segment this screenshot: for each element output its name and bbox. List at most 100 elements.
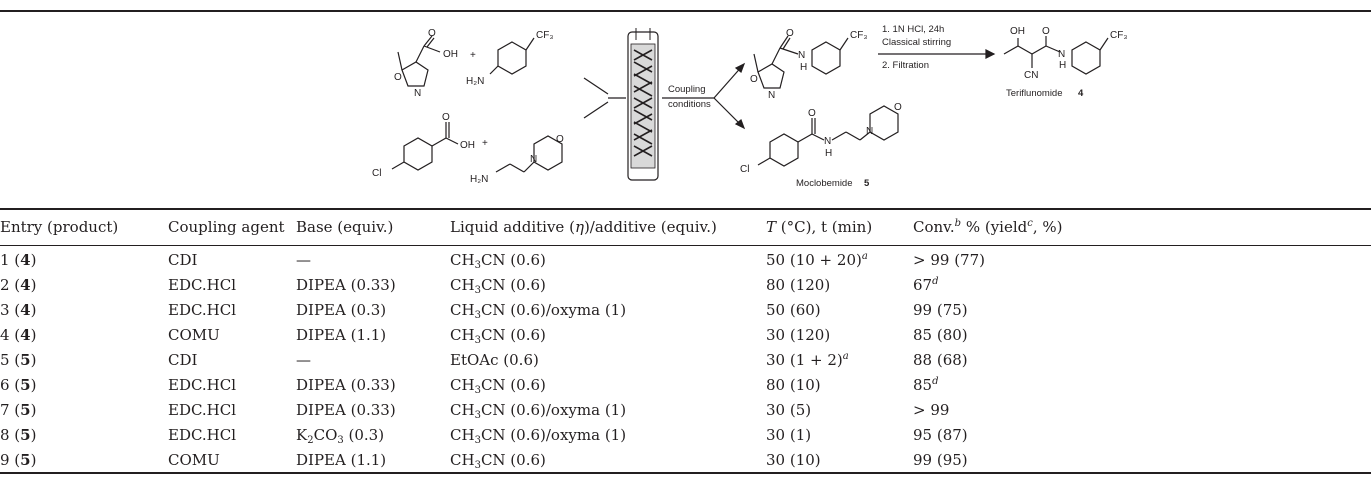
header-coupling-agent: Coupling agent [168, 218, 285, 236]
entry-cell: 1 (4) [0, 251, 37, 269]
atom-cf3: CF₃ [536, 30, 553, 41]
additive-cell: CH3CN (0.6) [450, 251, 546, 271]
coupling-agent-cell: EDC.HCl [168, 276, 237, 294]
bottom-rule [0, 472, 1371, 474]
step-arrow [878, 49, 996, 59]
table-row: 1 (4) CDI — CH3CN (0.6) 50 (10 + 20)a > 99 (7… [0, 244, 1371, 273]
conversion-cell: 99 (95) [913, 451, 968, 469]
atom-n-amide: N [798, 50, 805, 61]
coupling-agent-cell: COMU [168, 326, 220, 344]
coupling-agent-cell: CDI [168, 251, 198, 269]
atom-o4: O [1042, 26, 1050, 37]
moclobemide-number: 5 [864, 178, 870, 189]
base-cell: — [296, 251, 311, 269]
base-cell: DIPEA (1.1) [296, 326, 387, 344]
additive-cell: CH3CN (0.6)/oxyma (1) [450, 426, 627, 446]
base-cell: — [296, 351, 311, 369]
temp-time-cell: 50 (10 + 20)a [766, 251, 868, 269]
atom-o-ring: O [394, 72, 402, 83]
entry-cell: 7 (5) [0, 401, 37, 419]
atom-h2n-2: H₂N [470, 174, 488, 185]
atom-oh: OH [443, 49, 458, 60]
ball-mill-jar-icon [627, 28, 659, 181]
additive-cell: CH3CN (0.6) [450, 326, 546, 346]
atom-oh3: OH [1010, 26, 1025, 37]
entry-cell: 6 (5) [0, 376, 37, 394]
atom-cn: CN [1024, 70, 1038, 81]
atom-h2n: H₂N [466, 76, 484, 87]
additive-cell: CH3CN (0.6)/oxyma (1) [450, 401, 627, 421]
moclobemide-label: Moclobemide [796, 178, 853, 189]
atom-h-teri: H [1059, 60, 1066, 71]
atom-o-morph: O [556, 134, 564, 145]
additive-cell: CH3CN (0.6) [450, 376, 546, 396]
scheme-table-rule [0, 208, 1371, 210]
conversion-cell: 95 (87) [913, 426, 968, 444]
atom-o: O [428, 28, 436, 39]
additive-cell: EtOAc (0.6) [450, 351, 539, 369]
header-liquid-additive: Liquid additive (η)/additive (equiv.) [450, 218, 717, 236]
entry-cell: 8 (5) [0, 426, 37, 444]
temp-time-cell: 30 (1 + 2)a [766, 351, 849, 369]
conversion-cell: 85 (80) [913, 326, 968, 344]
atom-cl2: Cl [740, 164, 749, 175]
reaction-scheme: O OH O N + CF₃ H₂N O OH Cl + H₂N N O [372, 24, 1127, 189]
temp-time-cell: 30 (120) [766, 326, 831, 344]
atom-h-moc: H [825, 148, 832, 159]
entry-cell: 3 (4) [0, 301, 37, 319]
plus-sign-1: + [470, 50, 476, 61]
moclobemide-structure [757, 105, 899, 167]
coupling-agent-cell: EDC.HCl [168, 376, 237, 394]
table-body: 1 (4) CDI — CH3CN (0.6) 50 (10 + 20)a > 99 (7… [0, 244, 1371, 473]
teriflunomide-label: Teriflunomide [1006, 88, 1063, 99]
atom-cf3-3: CF₃ [1110, 30, 1127, 41]
atom-n-morph2: N [866, 126, 873, 137]
isoxazole-acid-structure [397, 35, 441, 87]
header-entry: Entry (product) [0, 218, 119, 236]
entry-cell: 2 (4) [0, 276, 37, 294]
atom-o-morph2: O [894, 102, 902, 113]
coupling-agent-cell: COMU [168, 451, 220, 469]
header-base: Base (equiv.) [296, 218, 394, 236]
merge-lines [583, 77, 626, 119]
entry-cell: 9 (5) [0, 451, 37, 469]
base-cell: K2CO3 (0.3) [296, 426, 385, 446]
atom-n-teri: N [1058, 49, 1065, 60]
header-conversion: Conv.b % (yieldc, %) [913, 218, 1063, 236]
results-table: Entry (product) Coupling agent Base (equ… [0, 210, 1371, 473]
header-temp-time: T (°C), t (min) [766, 218, 873, 236]
conversion-cell: > 99 (77) [913, 251, 985, 269]
teriflunomide-structure [1003, 36, 1109, 75]
atom-n-morph: N [530, 154, 537, 165]
coupling-agent-cell: CDI [168, 351, 198, 369]
chlorobenzoic-acid-structure [391, 122, 459, 171]
aniline-structure [489, 37, 535, 75]
temp-time-cell: 50 (60) [766, 301, 821, 319]
teriflunomide-number: 4 [1078, 88, 1084, 99]
atom-n-ring2: N [768, 90, 775, 101]
conversion-cell: 99 (75) [913, 301, 968, 319]
additive-cell: CH3CN (0.6)/oxyma (1) [450, 301, 627, 321]
atom-h-amide: H [800, 62, 807, 73]
atom-n-ring: N [414, 88, 421, 99]
base-cell: DIPEA (1.1) [296, 451, 387, 469]
coupling-agent-cell: EDC.HCl [168, 301, 237, 319]
temp-time-cell: 80 (120) [766, 276, 831, 294]
entry-cell: 5 (5) [0, 351, 37, 369]
coupling-agent-cell: EDC.HCl [168, 401, 237, 419]
additive-cell: CH3CN (0.6) [450, 276, 546, 296]
base-cell: DIPEA (0.33) [296, 376, 396, 394]
conversion-cell: 67d [913, 276, 939, 294]
coupling-label: Coupling [668, 84, 706, 95]
conversion-cell: 85d [913, 376, 939, 394]
conditions-label: conditions [668, 99, 711, 110]
atom-oh2: OH [460, 140, 475, 151]
step1-label: 1. 1N HCl, 24h [882, 24, 944, 35]
top-rule [0, 10, 1371, 12]
